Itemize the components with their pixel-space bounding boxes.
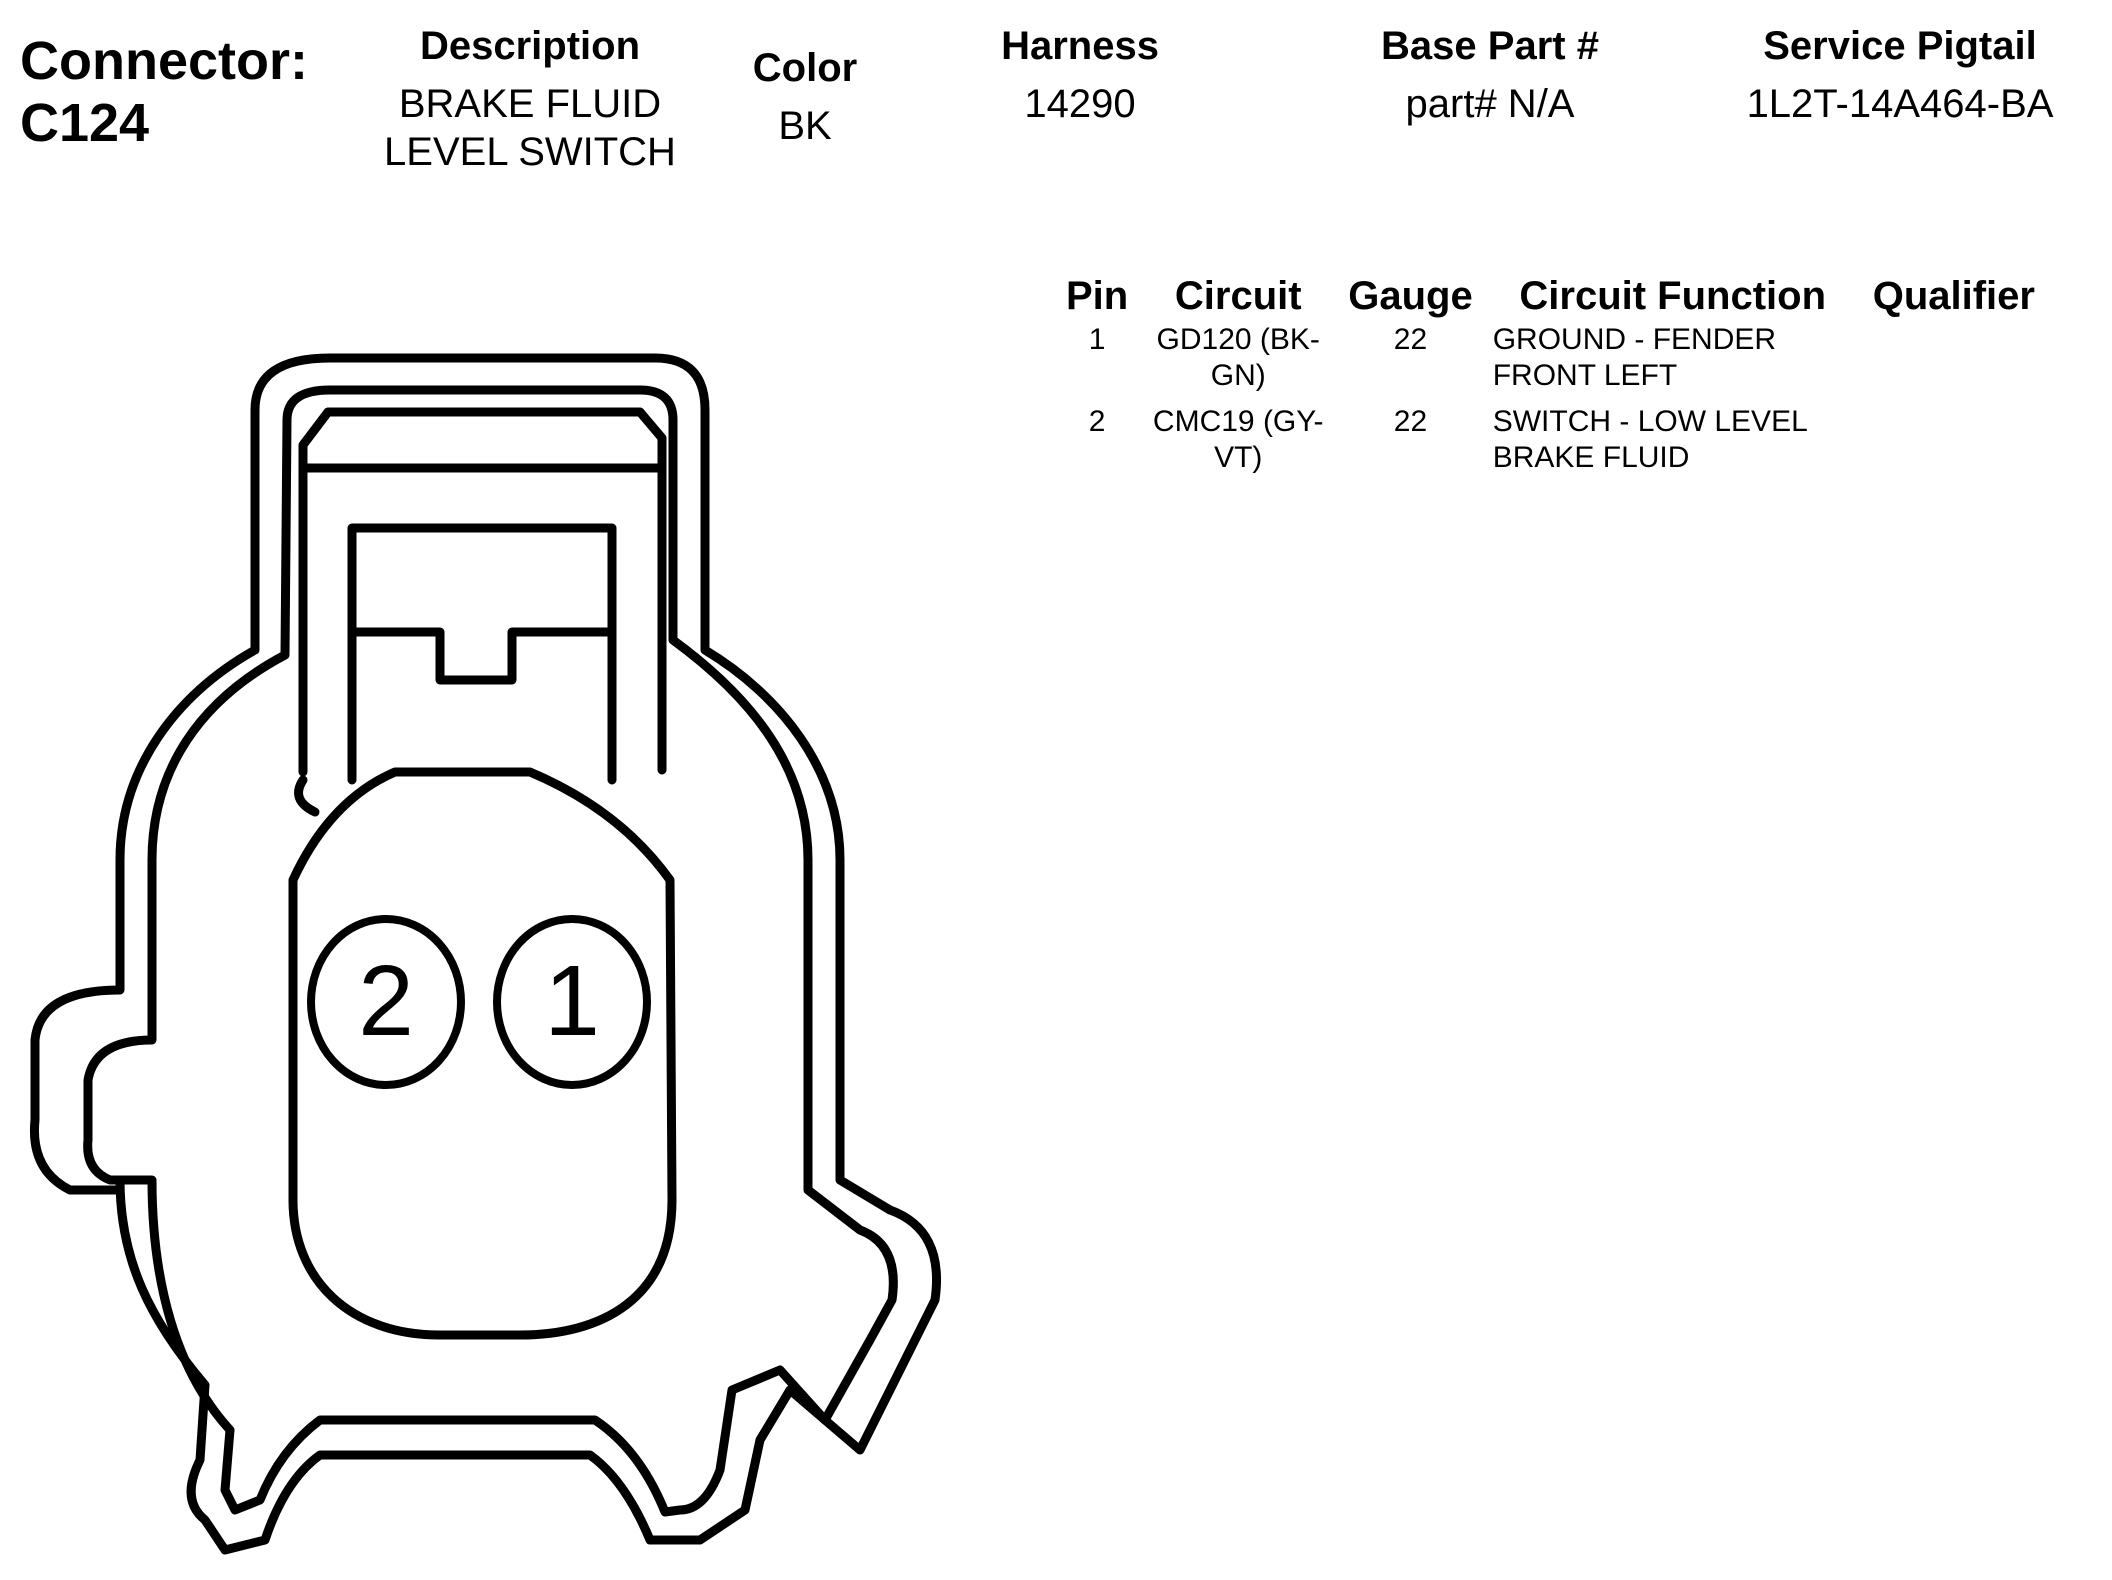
circuit-cell: GD120 (BK-GN) — [1156, 323, 1320, 392]
latch-notch — [347, 627, 617, 685]
pin-cell: 2 — [1088, 405, 1106, 438]
pin-cell: 1 — [1088, 323, 1106, 356]
qualifier-header: Qualifier — [1872, 274, 2035, 318]
description-heading: Description — [419, 24, 641, 68]
pin-circle — [493, 915, 651, 1089]
table-row: 2 CMC19 (GY-VT) 22 SWITCH - LOW LEVEL BR… — [1056, 404, 2045, 486]
circuit-function-cell: GROUND - FENDER FRONT LEFT — [1492, 323, 1777, 392]
pin-cavity-2: 2 — [307, 915, 465, 1089]
color-value: BK — [778, 104, 832, 148]
latch-frame — [298, 407, 667, 777]
latch-hook — [294, 775, 320, 817]
pin-number: 2 — [358, 945, 414, 1057]
connector-label: Connector: — [20, 31, 308, 91]
gauge-cell: 22 — [1393, 405, 1428, 438]
circuit-cell: CMC19 (GY-VT) — [1152, 405, 1324, 474]
connector-face-diagram: 2 1 — [29, 353, 941, 1555]
circuit-header: Circuit — [1174, 274, 1302, 318]
service-pigtail-value: 1L2T-14A464-BA — [1746, 82, 2054, 126]
pin-table-header: Pin Circuit Gauge Circuit Function Quali… — [1056, 270, 2045, 322]
base-part-heading: Base Part # — [1381, 24, 1599, 68]
pin-table: Pin Circuit Gauge Circuit Function Quali… — [1056, 270, 2045, 486]
color-heading: Color — [752, 46, 858, 90]
base-part-column: Base Part # part# N/A — [1330, 22, 1650, 128]
latch-window — [347, 523, 617, 785]
description-line2: LEVEL SWITCH — [384, 130, 676, 174]
pin-number: 1 — [544, 945, 600, 1057]
plug-body — [288, 767, 677, 1340]
circuit-function-cell: SWITCH - LOW LEVEL BRAKE FLUID — [1492, 405, 1807, 474]
description-column: Description BRAKE FLUID LEVEL SWITCH — [360, 22, 700, 176]
description-line1: BRAKE FLUID — [398, 82, 662, 126]
service-pigtail-heading: Service Pigtail — [1763, 24, 2037, 68]
connector-title: Connector: C124 — [20, 30, 308, 154]
housing-inner-outline — [83, 385, 898, 1517]
harness-value: 14290 — [1024, 82, 1136, 126]
gauge-cell: 22 — [1393, 323, 1428, 356]
harness-heading: Harness — [1001, 24, 1159, 68]
qualifier-cell — [1863, 322, 2045, 404]
table-row: 1 GD120 (BK-GN) 22 GROUND - FENDER FRONT… — [1056, 322, 2045, 404]
housing-outer-outline — [29, 353, 941, 1555]
connector-id: C124 — [20, 93, 150, 153]
pin-cavity-1: 1 — [493, 915, 651, 1089]
pin-header: Pin — [1066, 274, 1129, 318]
harness-column: Harness 14290 — [960, 22, 1200, 128]
qualifier-cell — [1863, 404, 2045, 486]
pin-circle — [307, 915, 465, 1089]
color-column: Color BK — [720, 44, 890, 150]
service-pigtail-column: Service Pigtail 1L2T-14A464-BA — [1700, 22, 2100, 128]
gauge-header: Gauge — [1348, 274, 1473, 318]
base-part-value: part# N/A — [1405, 82, 1575, 126]
circuit-function-header: Circuit Function — [1519, 274, 1827, 318]
